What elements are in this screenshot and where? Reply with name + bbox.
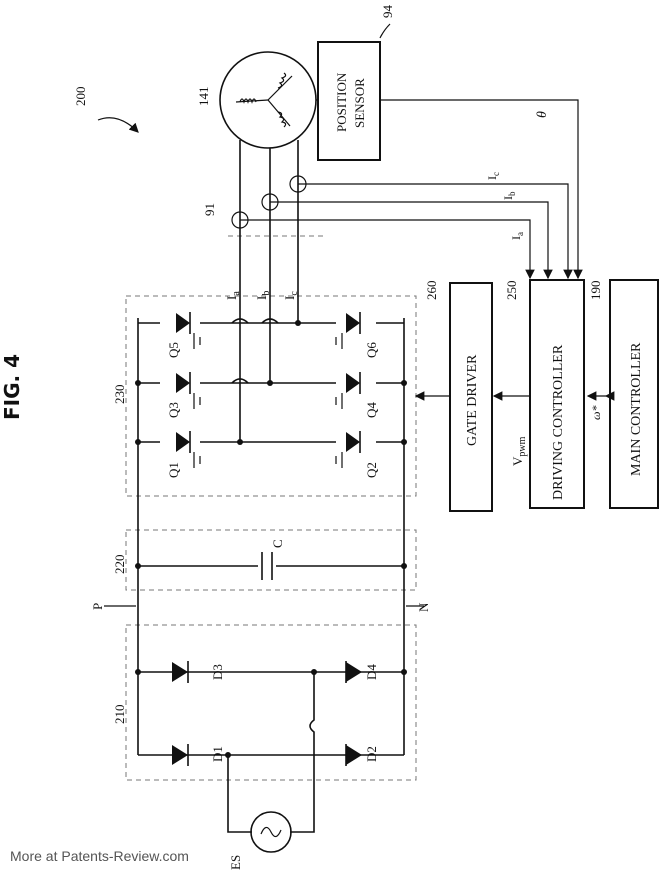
switch-q3: [160, 371, 201, 409]
junction: [295, 320, 301, 326]
position-sensor-label-1: POSITION: [334, 72, 349, 132]
label-q1: Q1: [166, 462, 181, 478]
ref-overall: 200: [73, 87, 88, 107]
capacitor-outline: [125, 529, 417, 591]
driving-controller-label: DRIVING CONTROLLER: [551, 344, 566, 500]
ref-inverter: 230: [112, 385, 127, 405]
svg-text:Ib: Ib: [254, 291, 272, 300]
ref-gate-driver: 260: [424, 281, 439, 301]
wire-crossing: [231, 318, 249, 324]
ref-main-controller: 190: [588, 281, 603, 301]
switch-q5: [160, 311, 201, 349]
label-vpwm: Vpwm: [510, 436, 528, 466]
label-q6: Q6: [364, 342, 379, 358]
label-q2: Q2: [364, 462, 379, 478]
wire-crossing: [231, 378, 249, 384]
ref-rectifier: 210: [112, 705, 127, 725]
watermark: More at Patents-Review.com: [10, 848, 189, 864]
diode-d2: [345, 744, 362, 766]
ic-signal-wire: [298, 183, 573, 280]
diode-d4: [345, 661, 362, 683]
source-wire-bottom: [290, 672, 315, 833]
junction: [401, 439, 407, 445]
label-theta: θ: [535, 111, 550, 118]
position-sensor-label-2: SENSOR: [352, 78, 367, 128]
ref-current-sensor: 91: [202, 203, 217, 216]
junction: [135, 563, 141, 569]
ref-motor: 141: [196, 87, 211, 107]
theta-signal-wire: [380, 99, 583, 280]
junction: [401, 380, 407, 386]
label-node-p: P: [90, 603, 105, 610]
junction: [135, 439, 141, 445]
capacitor: [258, 552, 276, 580]
ref-position-sensor: 94: [380, 5, 395, 19]
svg-text:Ia: Ia: [224, 291, 242, 300]
label-capacitor: C: [270, 539, 285, 548]
switch-q1: [160, 430, 201, 468]
label-d4: D4: [364, 664, 379, 680]
diode-d1: [172, 744, 189, 766]
junction: [267, 380, 273, 386]
label-ic: Ic: [282, 291, 300, 300]
svg-text:Vpwm: Vpwm: [510, 436, 528, 466]
label-ib: Ib: [254, 291, 272, 300]
svg-text:Ia: Ia: [509, 232, 525, 240]
label-q5: Q5: [166, 342, 181, 358]
ref-overall-arrow: [97, 117, 139, 133]
svg-text:Ic: Ic: [485, 172, 501, 180]
label-q3: Q3: [166, 402, 181, 418]
position-sensor-box: [317, 41, 381, 161]
label-ib-feedback: Ib: [501, 191, 517, 200]
main-controller-label: MAIN CONTROLLER: [629, 342, 644, 476]
label-speed-ref: ω*: [589, 406, 603, 420]
ref-driving-controller: 250: [504, 281, 519, 301]
ib-signal-wire: [270, 201, 553, 280]
svg-text:Ib: Ib: [501, 191, 517, 200]
switch-q2: [335, 430, 376, 468]
label-node-n: N: [416, 602, 431, 612]
junction: [311, 669, 317, 675]
switch-q4: [335, 371, 376, 409]
junction: [401, 669, 407, 675]
ac-source: [250, 811, 292, 853]
gate-driver-label: GATE DRIVER: [465, 354, 480, 446]
label-ic-feedback: Ic: [485, 172, 501, 180]
label-ia: Ia: [224, 291, 242, 300]
diode-d3: [172, 661, 189, 683]
wire-crossing: [261, 318, 279, 324]
label-d3: D3: [210, 664, 225, 680]
svg-text:Ic: Ic: [282, 291, 300, 300]
label-source: ES: [228, 855, 243, 870]
junction: [225, 752, 231, 758]
gate-driver-box: [449, 282, 493, 512]
junction: [135, 380, 141, 386]
ref-position-sensor-leader: [379, 23, 391, 39]
source-wire-top: [227, 755, 252, 833]
main-controller-box: [609, 279, 659, 509]
label-q4: Q4: [364, 402, 379, 418]
switch-q6: [335, 311, 376, 349]
ia-signal-wire: [240, 219, 535, 280]
junction: [401, 563, 407, 569]
junction: [237, 439, 243, 445]
motor: [219, 51, 317, 149]
junction: [135, 669, 141, 675]
rectifier-outline: [125, 624, 417, 781]
label-d1: D1: [210, 746, 225, 762]
driving-controller-box: [529, 279, 585, 509]
ref-capacitor-unit: 220: [112, 555, 127, 575]
label-ia-feedback: Ia: [509, 232, 525, 240]
label-d2: D2: [364, 746, 379, 762]
